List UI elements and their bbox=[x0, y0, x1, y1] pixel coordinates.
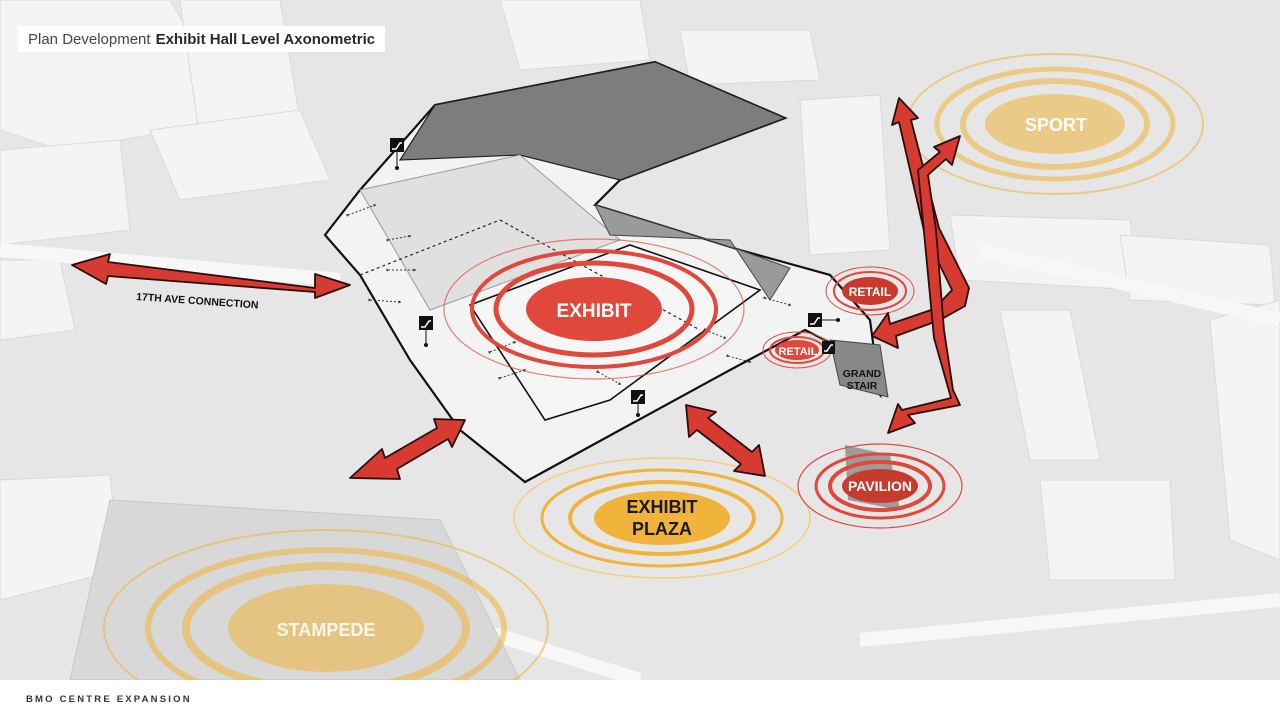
label-retail-upper: RETAIL bbox=[849, 285, 891, 299]
arrow-southwest bbox=[349, 418, 466, 480]
label-sport: SPORT bbox=[1025, 115, 1087, 135]
exhibit-rings bbox=[443, 238, 745, 380]
label-grand-stair-2: STAIR bbox=[847, 380, 878, 392]
label-retail-lower: RETAIL bbox=[779, 346, 818, 358]
label-stampede: STAMPEDE bbox=[277, 620, 376, 640]
label-exhibit-plaza-2: PLAZA bbox=[632, 519, 692, 539]
arrow-17th-ave bbox=[71, 253, 351, 299]
connection-arrows bbox=[71, 97, 970, 480]
label-pavilion: PAVILION bbox=[848, 478, 912, 494]
arrow-sport-left bbox=[871, 97, 970, 349]
page-title: Plan Development Exhibit Hall Level Axon… bbox=[18, 26, 386, 52]
arrow-sport-right bbox=[887, 135, 961, 434]
arrow-plaza bbox=[685, 404, 766, 477]
project-name: BMO CENTRE EXPANSION bbox=[26, 694, 192, 705]
stampede-rings bbox=[103, 529, 549, 680]
axonometric-map: EXHIBIT EXHIBIT PLAZA SPORT STAMPEDE RET… bbox=[0, 0, 1280, 680]
retail-upper-rings bbox=[825, 266, 915, 316]
pavilion-rings bbox=[797, 443, 963, 529]
label-exhibit-plaza-1: EXHIBIT bbox=[626, 497, 697, 517]
exhibit-plaza-rings bbox=[513, 457, 811, 579]
title-prefix: Plan Development bbox=[28, 30, 151, 48]
escalator-icon bbox=[631, 390, 645, 417]
escalator-icon bbox=[808, 313, 840, 327]
title-main: Exhibit Hall Level Axonometric bbox=[155, 30, 376, 48]
label-grand-stair-1: GRAND bbox=[843, 368, 882, 380]
escalator-icon bbox=[822, 341, 835, 354]
label-exhibit: EXHIBIT bbox=[557, 301, 632, 322]
footer: BMO CENTRE EXPANSION bbox=[0, 680, 1280, 721]
escalator-icon bbox=[390, 138, 404, 170]
escalator-icon bbox=[419, 316, 433, 347]
